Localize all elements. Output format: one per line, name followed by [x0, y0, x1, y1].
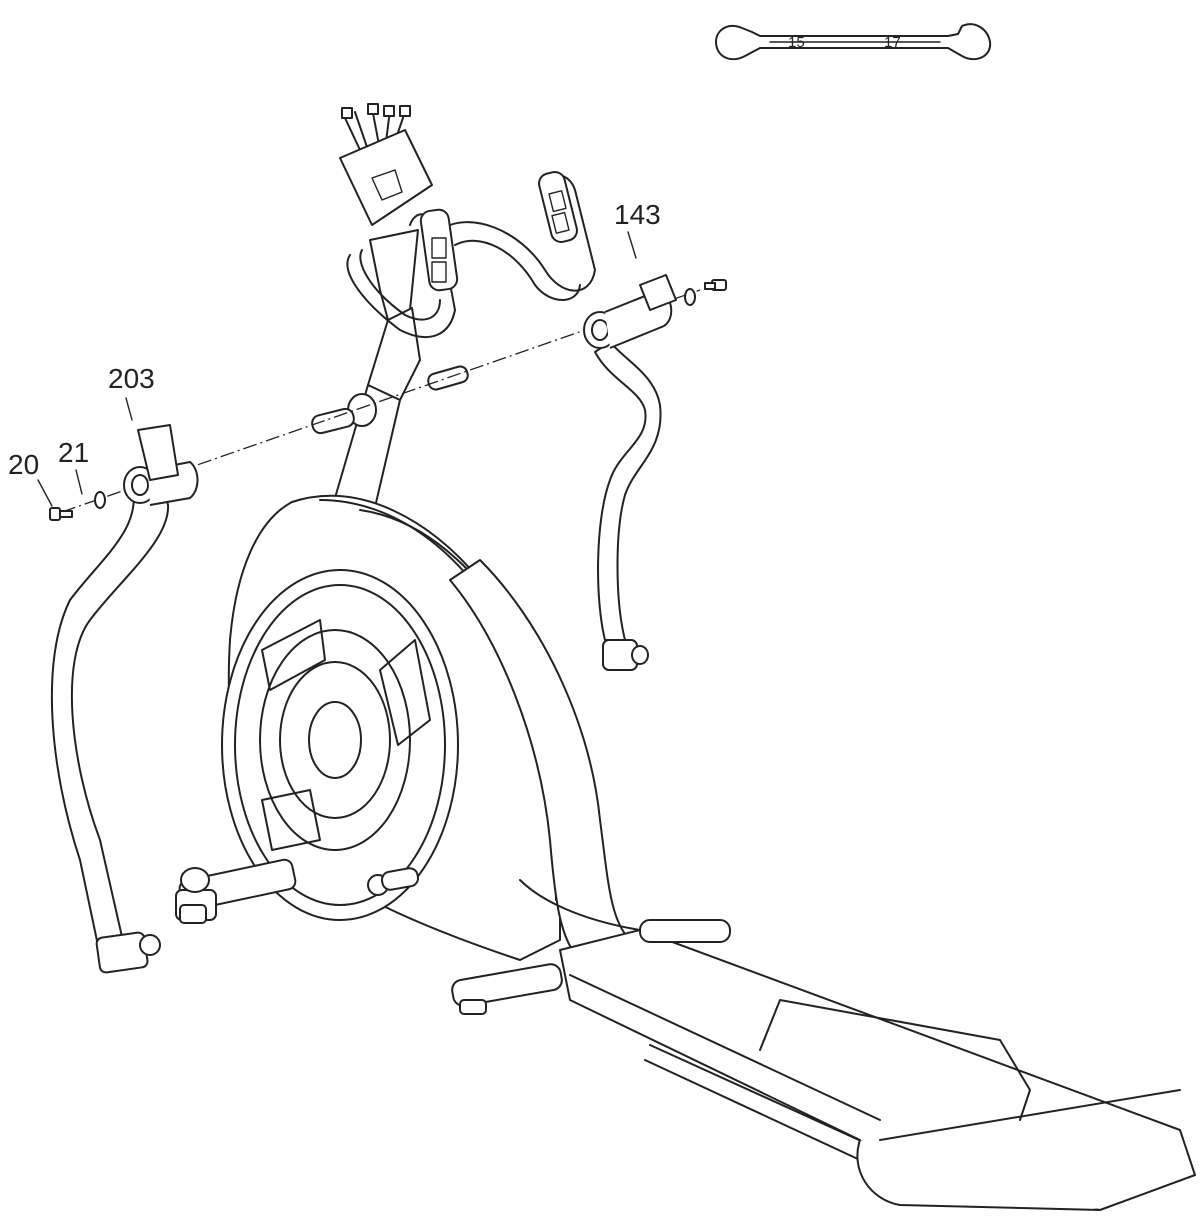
front-stabilizer: [175, 858, 297, 924]
bolt-icon: [49, 507, 73, 521]
right-moving-arm: [583, 274, 677, 671]
washer-icon: [94, 491, 106, 509]
left-moving-arm: [50, 424, 199, 974]
bolt-icon: [704, 279, 727, 291]
leader-line-143: [627, 231, 637, 259]
part-label-143: 143: [614, 199, 661, 230]
leader-line-20: [37, 479, 53, 507]
leader-line-21: [75, 469, 83, 495]
wrench-size-15: 15: [788, 34, 805, 51]
fixed-handlebar: [346, 171, 596, 339]
washer-icon: [684, 288, 696, 306]
part-label-20: 20: [8, 449, 39, 480]
part-label-21: 21: [58, 437, 89, 468]
console-mast: [329, 103, 433, 521]
part-label-203: 203: [108, 363, 155, 394]
wrench-icon: [715, 23, 992, 61]
wrench-size-17: 17: [884, 34, 901, 51]
base-rail: [451, 919, 1196, 1211]
leader-line-203: [125, 397, 133, 421]
